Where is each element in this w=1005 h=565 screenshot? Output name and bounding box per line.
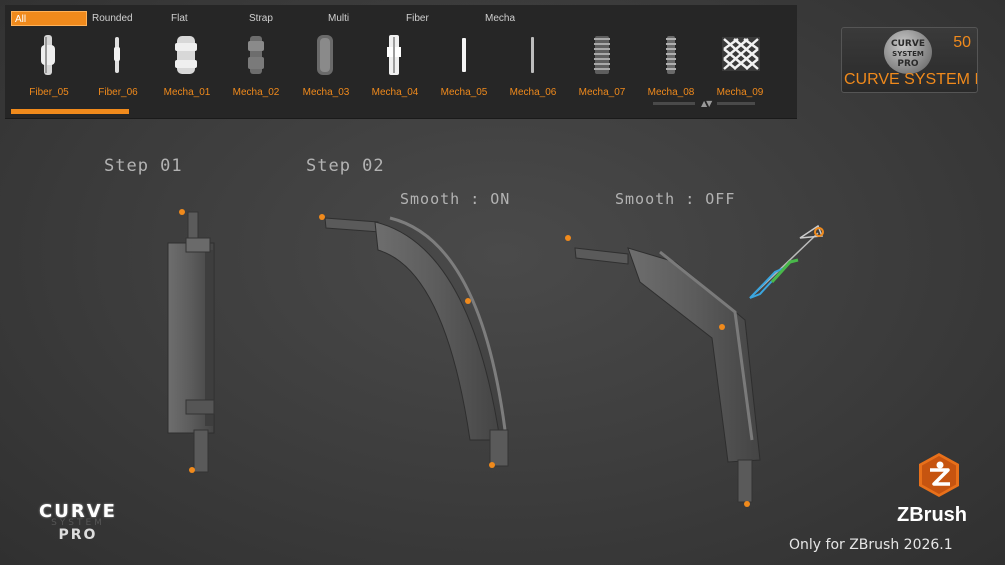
control-point[interactable] — [189, 467, 195, 473]
brush-thumb-mecha-07[interactable] — [573, 33, 631, 77]
fiber-06-icon — [114, 37, 120, 73]
brush-thumb-mecha-01[interactable] — [157, 33, 215, 77]
brush-thumb-mecha-08[interactable] — [642, 33, 700, 77]
brush-label-mecha-02: Mecha_02 — [232, 87, 280, 98]
brush-label-mecha-03: Mecha_03 — [302, 87, 350, 98]
mecha-04-icon — [387, 35, 401, 75]
mecha-07-icon — [594, 36, 610, 74]
tab-rounded[interactable]: Rounded — [92, 13, 133, 24]
step1-label: Step 01 — [104, 156, 183, 176]
brush-label-mecha-01: Mecha_01 — [163, 87, 211, 98]
brush-thumb-mecha-05[interactable] — [435, 33, 493, 77]
control-point[interactable] — [179, 209, 185, 215]
brush-thumb-fiber-05[interactable] — [19, 33, 77, 77]
brush-label-mecha-04: Mecha_04 — [371, 87, 419, 98]
zbrush-logo-icon — [919, 453, 959, 497]
control-point[interactable] — [319, 214, 325, 220]
brush-count: 50 — [953, 34, 971, 51]
brush-thumb-mecha-09[interactable] — [712, 33, 770, 77]
brush-label-mecha-09: Mecha_09 — [716, 87, 764, 98]
compatibility-note: Only for ZBrush 2026.1 — [789, 537, 953, 553]
brush-label-fiber-06: Fiber_06 — [98, 87, 138, 98]
brush-thumb-fiber-06[interactable] — [88, 33, 146, 77]
step2-smooth-mesh — [319, 214, 509, 468]
brush-thumb-mecha-04[interactable] — [365, 33, 423, 77]
brush-count-badge[interactable]: CURVE SYSTEM PRO 50 CURVE SYSTEM I — [841, 27, 978, 93]
mecha-06-icon — [531, 37, 534, 73]
step1-mesh — [167, 209, 215, 473]
control-point[interactable] — [744, 501, 750, 507]
brush-palette-panel: All Rounded Flat Strap Multi Fiber Mecha — [5, 5, 797, 119]
control-point[interactable] — [489, 462, 495, 468]
control-point[interactable] — [565, 235, 571, 241]
brush-label-mecha-08: Mecha_08 — [647, 87, 695, 98]
curve-system-logo-icon: CURVE SYSTEM PRO — [884, 30, 932, 74]
curve-system-pro-logo: CURVE SYSTEM PRO — [18, 501, 138, 543]
smooth-off-label: Smooth : OFF — [615, 190, 736, 208]
brush-label-mecha-06: Mecha_06 — [509, 87, 557, 98]
viewport-canvas[interactable] — [0, 120, 1005, 565]
scroll-segment-right[interactable] — [717, 102, 755, 105]
brush-label-mecha-05: Mecha_05 — [440, 87, 488, 98]
control-point[interactable] — [465, 298, 471, 304]
brush-label-mecha-07: Mecha_07 — [578, 87, 626, 98]
transform-gizmo-icon[interactable] — [749, 224, 824, 299]
mecha-08-icon — [666, 36, 676, 74]
badge-logo-line3: PRO — [897, 59, 919, 69]
scroll-arrows-icon[interactable]: ▲▼ — [701, 99, 712, 108]
tab-all[interactable]: All — [11, 11, 87, 26]
mecha-09-icon — [722, 37, 760, 71]
tab-fiber[interactable]: Fiber — [406, 13, 429, 24]
control-point[interactable] — [719, 324, 725, 330]
logo-line2: SYSTEM — [51, 518, 105, 528]
tab-multi[interactable]: Multi — [328, 13, 350, 24]
brush-label-fiber-05: Fiber_05 — [29, 87, 69, 98]
step2-angular-mesh — [565, 235, 761, 507]
tab-strap[interactable]: Strap — [249, 13, 273, 24]
palette-scrollbar[interactable] — [11, 109, 129, 114]
fiber-05-icon — [41, 35, 55, 75]
mecha-05-icon — [462, 38, 466, 72]
zbrush-name: ZBrush — [897, 504, 967, 526]
mecha-02-icon — [248, 36, 264, 74]
mecha-03-icon — [317, 35, 333, 75]
logo-line1: CURVE — [39, 501, 117, 522]
logo-line3: PRO — [58, 527, 98, 543]
step2-label: Step 02 — [306, 156, 385, 176]
scroll-segment-left[interactable] — [653, 102, 695, 105]
curve-brush-demo — [167, 209, 824, 507]
brush-thumb-mecha-06[interactable] — [504, 33, 562, 77]
badge-title: CURVE SYSTEM I — [844, 71, 978, 88]
badge-logo-line2: SYSTEM — [892, 50, 924, 58]
tab-mecha[interactable]: Mecha — [485, 13, 516, 24]
brush-thumb-mecha-03[interactable] — [296, 33, 354, 77]
smooth-on-label: Smooth : ON — [400, 190, 511, 208]
brush-thumb-mecha-02[interactable] — [227, 33, 285, 77]
tab-flat[interactable]: Flat — [171, 13, 188, 24]
badge-logo-line1: CURVE — [891, 39, 925, 49]
mecha-01-icon — [175, 36, 197, 74]
